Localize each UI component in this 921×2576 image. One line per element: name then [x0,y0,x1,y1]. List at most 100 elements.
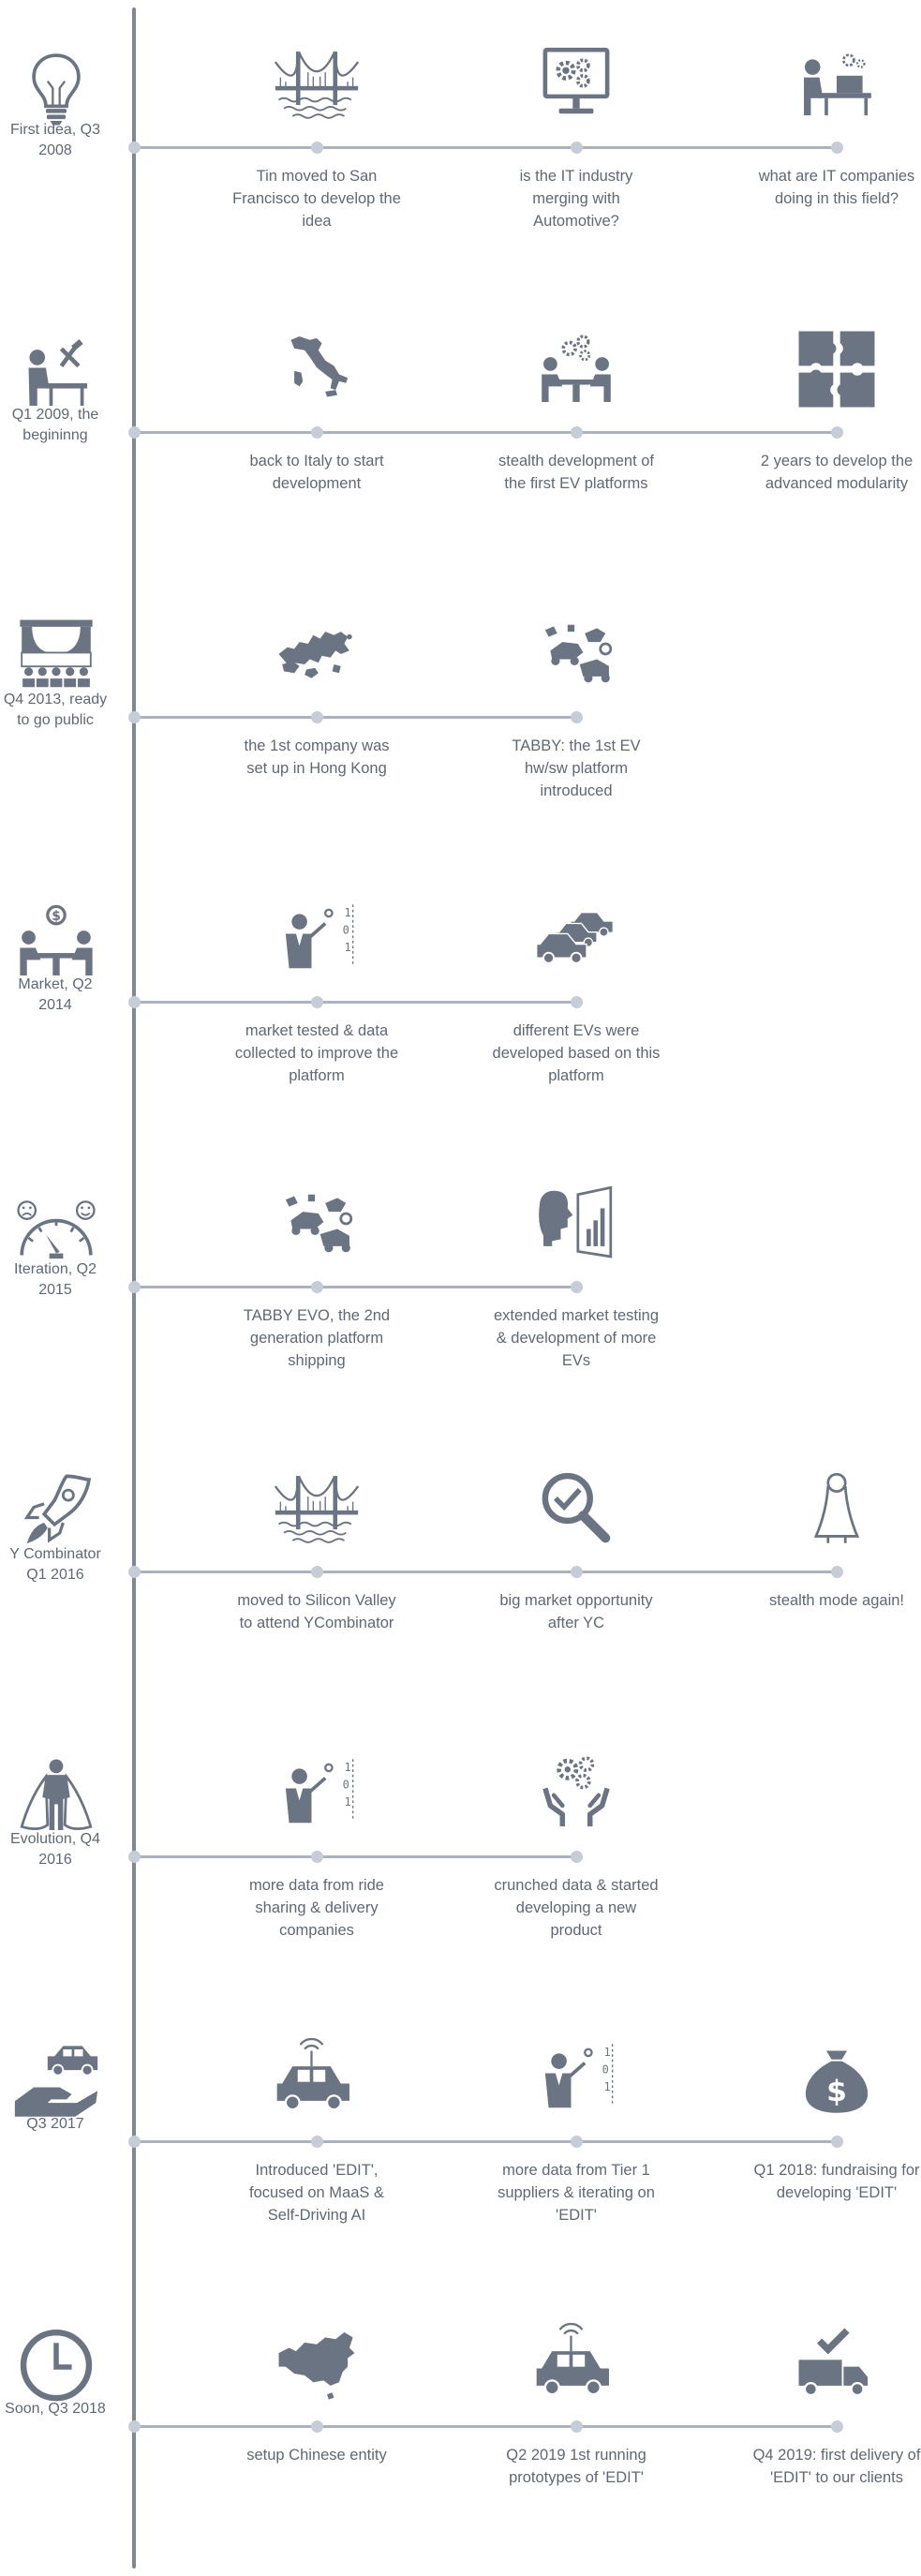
truck-check-icon [792,2320,882,2406]
connected-car-icon [531,2320,621,2406]
lightbulb-icon [13,45,99,131]
superhero-icon [13,1754,99,1840]
market-meeting-icon: $ [13,900,99,986]
ghost-icon [792,1466,882,1552]
svg-text:$: $ [826,2075,847,2108]
event-node [310,2136,323,2148]
satisfaction-gauge-icon [13,1184,99,1271]
event-node [830,2136,843,2148]
milestone: $ Market, Q2 2014 1 0 1 market tested & data … [0,860,908,1145]
rocket-icon [13,1469,99,1556]
event-text: more data from ride sharing & delivery c… [249,1877,384,1939]
event-node [570,1281,583,1293]
event-node [310,2420,323,2433]
event-node [570,426,583,439]
timeline-node [127,1566,141,1578]
milestone-label: Q3 2017 [26,2116,84,2132]
milestone-label: Market, Q2 2014 [18,976,93,1013]
event-text: extended market testing & development of… [493,1307,660,1369]
bridge-icon [272,1466,362,1552]
milestone-label: Evolution, Q4 2016 [9,1831,101,1868]
timeline-node [127,711,141,723]
svg-text:$: $ [52,909,61,924]
timeline-node [127,2136,141,2148]
svg-text:0: 0 [602,2062,609,2076]
event-node [830,426,843,439]
milestone: Q4 2013, ready to go public the 1st compa… [0,575,908,860]
person-tools-icon [13,330,99,416]
milestone: Evolution, Q4 2016 1 0 1 more data from ride… [0,1715,908,2000]
exploded-car-icon [272,1181,362,1267]
puzzle-icon [792,326,882,412]
milestone-connector [134,1286,576,1288]
milestone-connector [134,2140,837,2143]
event-node [570,711,583,723]
milestone: Q1 2009, the begininng back to Italy to s… [0,290,913,575]
hands-gears-icon [531,1750,621,1837]
event-text: big market opportunity after YC [499,1592,653,1631]
timeline-node [127,426,141,439]
event-text: TABBY EVO, the 2nd generation platform s… [243,1307,391,1369]
svg-text:1: 1 [344,1795,350,1809]
svg-text:1: 1 [344,1761,350,1774]
event-text: setup Chinese entity [246,2447,387,2464]
event-text: Q4 2019: first delivery of 'EDIT' to our… [752,2447,921,2486]
bridge-icon [272,41,362,127]
event-node [310,1851,323,1863]
person-laptop-icon [792,41,882,127]
event-node [570,2136,583,2148]
hand-car-icon [13,2039,99,2125]
event-text: Q1 2018: fundraising for developing 'EDI… [753,2162,920,2201]
data-presenter-icon: 1 0 1 [272,896,362,982]
event-node [310,141,323,154]
event-text: market tested & data collected to improv… [234,1022,399,1084]
svg-text:1: 1 [344,906,350,919]
event-text: moved to Silicon Valley to attend YCombi… [237,1592,396,1631]
event-node [310,711,323,723]
timeline-node [127,2420,141,2433]
milestone-label: Iteration, Q2 2015 [13,1261,97,1298]
event-text: Tin moved to San Francisco to develop th… [232,168,401,230]
event-text: Q2 2019 1st running prototypes of 'EDIT' [506,2447,646,2486]
event-node [830,1566,843,1578]
milestone-connector [134,431,837,434]
milestone-label: Q1 2009, the begininng [11,407,99,443]
meeting-gears-icon [531,326,621,412]
event-text: stealth development of the first EV plat… [498,453,655,492]
svg-text:1: 1 [344,941,350,954]
italy-map-icon [272,326,362,412]
milestone-label: Q4 2013, ready to go public [3,692,108,728]
event-text: the 1st company was set up in Hong Kong [244,737,390,777]
svg-text:0: 0 [343,923,349,936]
milestone-connector [134,146,837,149]
svg-text:1: 1 [603,2080,610,2093]
event-node [830,2420,843,2433]
milestone-connector [134,1001,576,1004]
event-node [310,1281,323,1293]
magnifier-check-icon [531,1466,621,1552]
milestone-label: First idea, Q3 2008 [9,122,101,158]
event-node [570,2420,583,2433]
head-chart-icon [531,1181,621,1267]
milestone-connector [134,1855,576,1858]
connected-car-icon [272,2035,362,2122]
event-text: is the IT industry merging with Automoti… [519,168,633,230]
exploded-car-icon [531,611,621,697]
event-text: back to Italy to start development [249,453,384,492]
event-node [310,996,323,1008]
data-presenter-icon: 1 0 1 [272,1750,362,1837]
clock-icon [13,2324,99,2410]
event-node [570,1566,583,1578]
event-text: stealth mode again! [768,1592,904,1609]
svg-text:0: 0 [343,1778,349,1791]
event-node [310,1566,323,1578]
cars-group-icon [531,896,621,982]
china-map-icon [272,2320,362,2406]
event-node [570,996,583,1008]
event-text: Introduced 'EDIT', focused on MaaS & Sel… [248,2162,384,2224]
